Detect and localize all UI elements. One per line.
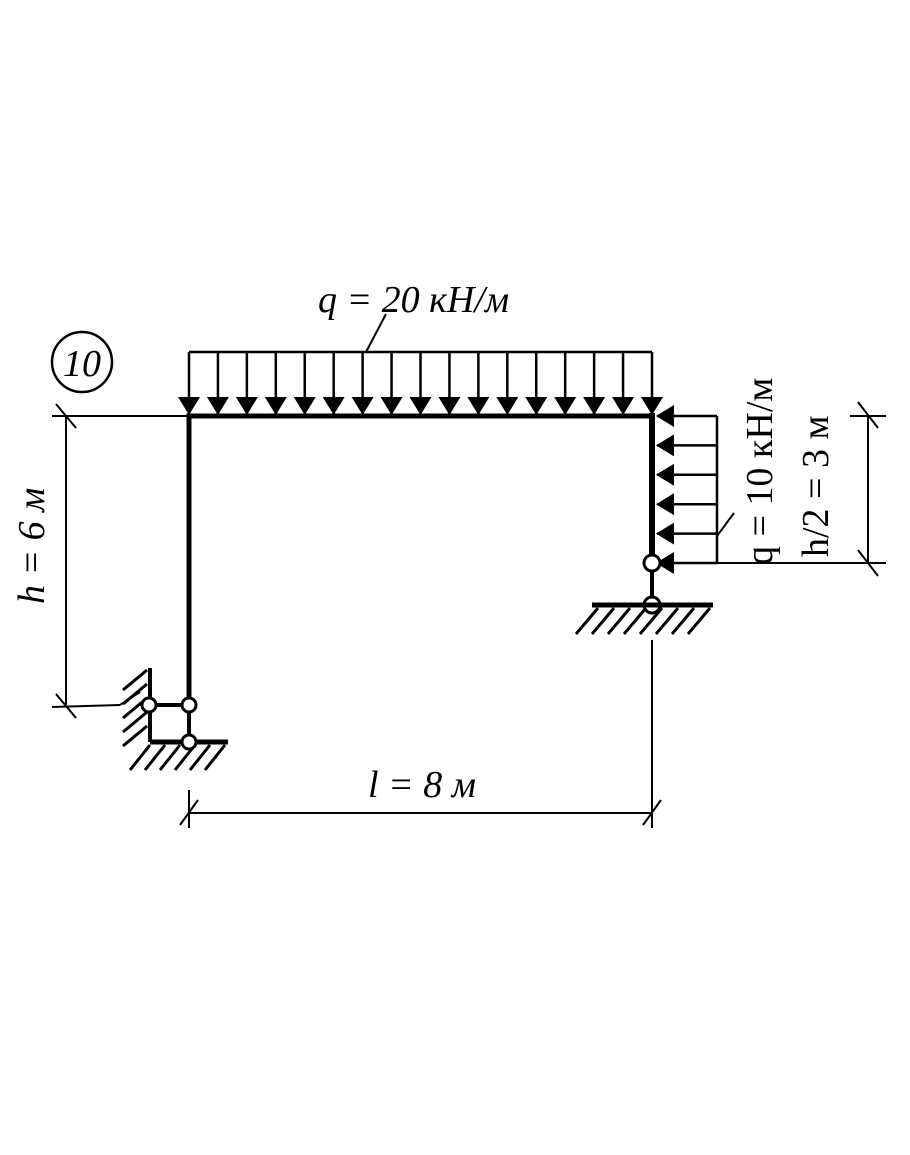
hatch-line bbox=[158, 744, 182, 771]
length-dimension bbox=[179, 640, 662, 828]
hatch-line bbox=[622, 607, 648, 635]
half-height-label: h/2 = 3 м bbox=[795, 415, 837, 557]
right-pin-support bbox=[574, 553, 713, 635]
hatch-line bbox=[670, 607, 696, 635]
right-load-leader bbox=[716, 512, 735, 537]
height-label: h = 6 м bbox=[11, 488, 53, 604]
hinge-icon bbox=[180, 733, 198, 751]
hatch-line bbox=[590, 607, 616, 635]
right-distributed-load bbox=[656, 405, 719, 574]
hatch-line bbox=[638, 607, 664, 635]
frame bbox=[186, 413, 655, 702]
hinge-icon bbox=[180, 696, 198, 714]
hatch-line bbox=[686, 607, 712, 635]
hinge-icon bbox=[642, 553, 662, 573]
hatch-line bbox=[128, 744, 152, 771]
hatch-line bbox=[574, 607, 600, 635]
half-height-dimension bbox=[717, 401, 886, 577]
hatch-line bbox=[143, 744, 167, 771]
hinge-icon bbox=[140, 696, 158, 714]
top-distributed-load bbox=[178, 350, 663, 415]
right-load-label: q = 10 кН/м bbox=[739, 378, 781, 565]
left-support bbox=[122, 668, 228, 771]
hatch-line bbox=[122, 710, 148, 734]
length-label: l = 8 м bbox=[368, 764, 476, 806]
hatch-line bbox=[122, 724, 148, 748]
problem-number-badge: 10 bbox=[50, 330, 114, 394]
hatch-line bbox=[203, 744, 227, 771]
hatch-line bbox=[654, 607, 680, 635]
top-load-label: q = 20 кН/м bbox=[318, 279, 509, 321]
hatch-line bbox=[188, 744, 212, 771]
top-load-leader bbox=[365, 313, 387, 353]
hatch-line bbox=[122, 668, 148, 692]
height-dimension bbox=[51, 403, 189, 719]
problem-number: 10 bbox=[63, 343, 101, 385]
hatch-line bbox=[606, 607, 632, 635]
